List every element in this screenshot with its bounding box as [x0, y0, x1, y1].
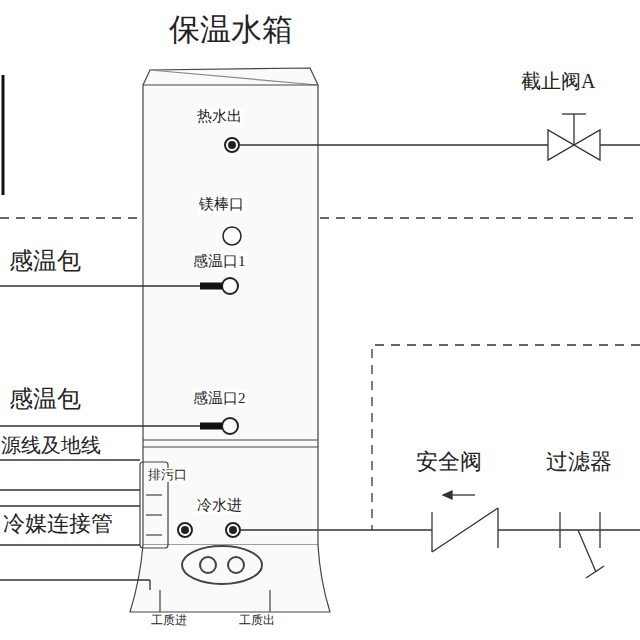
cold-water-port — [226, 523, 240, 537]
flow-arrowhead — [443, 491, 452, 499]
tank-lid-line — [143, 84, 318, 85]
fluid-leader — [159, 590, 160, 612]
tank-body — [143, 68, 318, 545]
sensor-label: 感温包 — [8, 386, 82, 412]
sensor-label: 感温包 — [8, 248, 82, 274]
check-valve — [432, 508, 498, 552]
filter-label: 过滤器 — [545, 450, 613, 474]
tank-band — [143, 439, 318, 440]
anode-port — [223, 227, 241, 245]
hot-water-port-core — [229, 142, 235, 148]
refrigerant-pipe — [0, 544, 140, 545]
port-label: 镁棒口 — [198, 196, 245, 213]
wire — [0, 505, 140, 506]
box-edge — [2, 75, 5, 195]
water-tank: 保温水箱 — [143, 68, 318, 612]
fluid-port-plate — [182, 546, 262, 584]
drain-port — [178, 523, 192, 537]
sensor-bulb — [200, 423, 222, 430]
filter — [560, 529, 600, 530]
valve-handle — [562, 113, 586, 114]
sensor-bulb — [200, 283, 222, 290]
cold-water-pipe — [600, 529, 640, 530]
cold-water-pipe — [498, 529, 560, 530]
tank-lid — [150, 70, 318, 85]
port-label: 工质出 — [238, 614, 276, 627]
port-label: 冷水进 — [196, 497, 243, 514]
fluid-in-port — [200, 557, 216, 573]
panel-slot — [146, 534, 162, 535]
refrigerant-pipe — [149, 580, 150, 590]
check-valve — [497, 508, 498, 548]
filter-leg — [578, 530, 596, 572]
port-label: 感温口1 — [192, 253, 247, 270]
port-label: 感温口2 — [192, 390, 247, 407]
panel-slot — [146, 514, 162, 515]
valve-stem — [573, 114, 574, 145]
pipe-label: 冷媒连接管 — [2, 512, 114, 536]
cold-water-pipe — [240, 529, 432, 530]
sensor-port-2 — [222, 418, 238, 434]
valve-label: 截止阀A — [520, 70, 596, 92]
check-valve — [431, 512, 432, 552]
hot-water-pipe — [239, 144, 548, 145]
fluid-out-port — [228, 557, 244, 573]
port-label: 排污口 — [147, 468, 188, 482]
cold-water-port-core — [230, 527, 236, 533]
tank-base — [130, 545, 330, 612]
port-label: 热水出 — [196, 108, 243, 125]
hot-water-port — [225, 138, 239, 152]
valve-label: 安全阀 — [415, 450, 483, 474]
fluid-leader — [269, 590, 270, 612]
panel-slot — [146, 494, 162, 495]
refrigerant-pipe — [0, 579, 150, 580]
dashed-region — [372, 345, 640, 530]
dashed-line — [0, 217, 141, 218]
sensor-lead — [0, 425, 205, 426]
tank-band — [143, 446, 318, 447]
tank-title: 保温水箱 — [169, 13, 293, 47]
drain-port-core — [182, 527, 188, 533]
power-line — [0, 459, 140, 460]
sensor-lead — [0, 285, 205, 286]
port-label: 工质进 — [150, 614, 188, 627]
hot-water-pipe — [600, 144, 640, 145]
wire — [0, 489, 140, 490]
filter-cap — [586, 566, 604, 578]
dashed-line — [320, 217, 640, 218]
wire-label: 源线及地线 — [0, 434, 102, 456]
sensor-port-1 — [222, 278, 238, 294]
